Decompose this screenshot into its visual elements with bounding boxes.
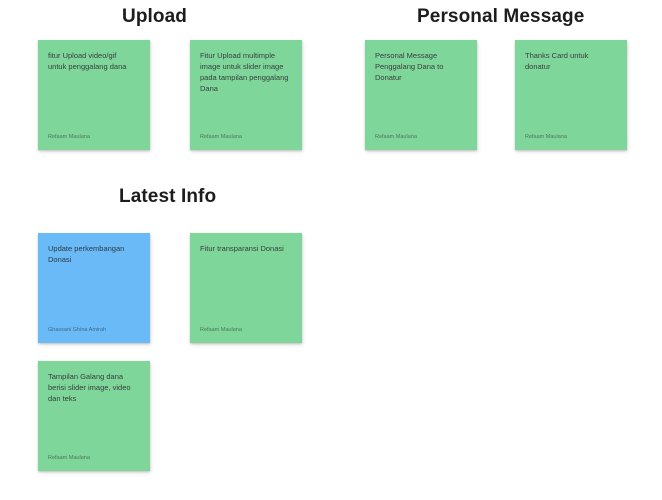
- note-text: fitur Upload video/gif untuk penggalang …: [48, 51, 127, 71]
- note-author: Ghassani Ghina Amirah: [48, 327, 107, 333]
- sticky-note-update-perkembangan[interactable]: Update perkembangan Donasi Ghassani Ghin…: [38, 233, 150, 343]
- note-author: Refaam Maulana: [48, 134, 90, 140]
- note-text: Fitur Upload multimple image untuk slide…: [200, 51, 289, 93]
- note-author: Refaam Maulana: [200, 134, 242, 140]
- sticky-note-upload-video-gif[interactable]: fitur Upload video/gif untuk penggalang …: [38, 40, 150, 150]
- note-text: Tampilan Galang dana berisi slider image…: [48, 372, 131, 403]
- note-text: Thanks Card untuk donatur: [525, 51, 589, 71]
- sticky-note-transparansi-donasi[interactable]: Fitur transparansi Donasi Refaam Maulana: [190, 233, 302, 343]
- sticky-note-upload-multiple-image[interactable]: Fitur Upload multimple image untuk slide…: [190, 40, 302, 150]
- note-author: Refaam Maulana: [48, 455, 90, 461]
- sticky-note-personal-message-donatur[interactable]: Personal Message Penggalang Dana to Dona…: [365, 40, 477, 150]
- section-title-upload[interactable]: Upload: [122, 6, 187, 27]
- note-text: Fitur transparansi Donasi: [200, 244, 284, 253]
- sticky-note-tampilan-galang-dana[interactable]: Tampilan Galang dana berisi slider image…: [38, 361, 150, 471]
- section-title-latest-info[interactable]: Latest Info: [119, 186, 217, 207]
- note-author: Refaam Maulana: [200, 327, 242, 333]
- section-title-personal-message[interactable]: Personal Message: [417, 6, 585, 27]
- note-text: Personal Message Penggalang Dana to Dona…: [375, 51, 444, 82]
- note-author: Refaam Maulana: [375, 134, 417, 140]
- note-text: Update perkembangan Donasi: [48, 244, 125, 264]
- sticky-note-thanks-card[interactable]: Thanks Card untuk donatur Refaam Maulana: [515, 40, 627, 150]
- note-author: Refaam Maulana: [525, 134, 567, 140]
